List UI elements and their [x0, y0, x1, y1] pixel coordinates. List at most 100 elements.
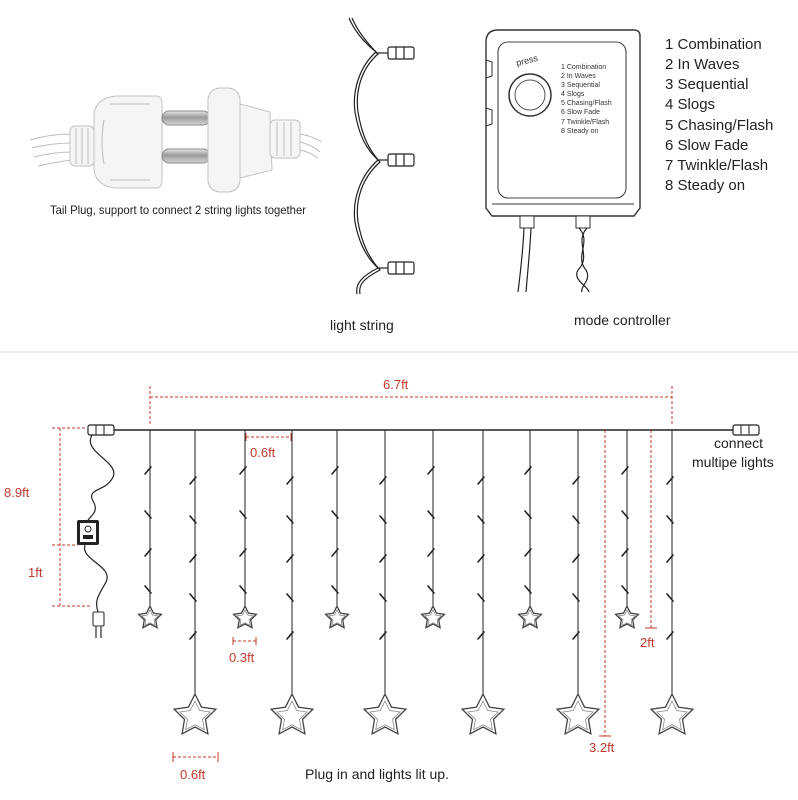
led-bulb: [477, 515, 485, 524]
light-string-connector: [376, 46, 415, 60]
mode-item-small: 2 In Waves: [561, 73, 596, 80]
short-strand: [137, 430, 163, 629]
star-inner-outline: [369, 700, 401, 731]
light-string-caption: light string: [330, 317, 394, 333]
led-bulb: [666, 476, 674, 485]
lead-wire: [87, 434, 115, 521]
mini-controller-icon: [77, 520, 99, 545]
mode-item-small: 4 Slogs: [561, 91, 585, 98]
long-strand-dimension: [599, 430, 611, 737]
led-bulb: [189, 515, 197, 524]
width-label: 6.7ft: [383, 377, 409, 392]
mode-item-small: 6 Slow Fade: [561, 109, 600, 116]
led-bulb: [572, 476, 580, 485]
mode-item-small: 3 Sequential: [561, 82, 600, 89]
large-star-icon: [172, 692, 218, 735]
mode-item: 2 In Waves: [665, 56, 739, 73]
star-inner-outline: [467, 700, 499, 731]
led-bulb: [524, 466, 532, 475]
led-bulb: [477, 476, 485, 485]
led-bulb: [666, 515, 674, 524]
small-star-icon: [420, 604, 446, 629]
curtain-caption: Plug in and lights lit up.: [305, 766, 449, 782]
led-bulb: [427, 510, 435, 519]
led-bulb: [666, 554, 674, 563]
led-bulb: [239, 548, 247, 557]
width-dimension: [149, 386, 673, 426]
led-bulb: [621, 510, 629, 519]
mode-item: 6 Slow Fade: [665, 137, 748, 154]
led-bulb: [524, 585, 532, 594]
light-string-connector: [378, 261, 415, 275]
mode-item-small: 8 Steady on: [561, 128, 598, 135]
strand-spacing-dimension: [245, 433, 292, 441]
led-bulb: [621, 548, 629, 557]
star-inner-outline: [327, 608, 347, 627]
led-bulb: [524, 510, 532, 519]
mode-controller-caption: mode controller: [574, 312, 671, 328]
large-star-icon: [555, 692, 601, 735]
light-string-connector: [378, 153, 415, 167]
light-strands: [137, 430, 695, 735]
star-inner-outline: [656, 700, 688, 731]
light-string-illustration: [348, 17, 415, 295]
led-bulb: [477, 631, 485, 640]
led-bulb: [144, 510, 152, 519]
star-inner-outline: [276, 700, 308, 731]
led-bulb: [477, 554, 485, 563]
connect-label: connect: [714, 435, 763, 451]
led-bulb: [477, 593, 485, 602]
controller-wire: [525, 227, 532, 293]
short-strand: [517, 430, 543, 629]
led-bulb: [331, 466, 339, 475]
led-bulb: [286, 593, 294, 602]
led-bulb: [572, 554, 580, 563]
led-bulb: [666, 593, 674, 602]
power-plug-icon: [92, 611, 105, 638]
long-strand-label: 3.2ft: [589, 740, 615, 755]
tail-plug-caption: Tail Plug, support to connect 2 string l…: [50, 203, 306, 217]
small-star-icon: [137, 604, 163, 629]
led-bulb: [286, 476, 294, 485]
controller-mode-list-small: 1 Combination 2 In Waves 3 Sequential 4 …: [561, 64, 612, 135]
star-width-dimension: [232, 637, 257, 645]
star-inner-outline: [140, 608, 160, 627]
height-dimension: [52, 427, 92, 607]
led-bulb: [286, 515, 294, 524]
led-bulb: [331, 548, 339, 557]
long-strand: [269, 430, 315, 735]
led-bulb: [286, 554, 294, 563]
large-star-icon: [460, 692, 506, 735]
led-bulb: [239, 510, 247, 519]
led-bulb: [144, 585, 152, 594]
led-bulb: [524, 548, 532, 557]
input-connector-icon: [87, 424, 115, 436]
short-strand: [232, 430, 258, 629]
long-strand: [460, 430, 506, 735]
led-bulb: [379, 554, 387, 563]
star-inner-outline: [235, 608, 255, 627]
mode-item-small: 1 Combination: [561, 64, 606, 71]
led-bulb: [621, 466, 629, 475]
star-width-label: 0.3ft: [229, 650, 255, 665]
led-bulb: [286, 631, 294, 640]
mode-item-small: 7 Twinkle/Flash: [561, 119, 609, 126]
led-bulb: [144, 466, 152, 475]
led-bulb: [379, 515, 387, 524]
led-bulb: [379, 631, 387, 640]
mode-item: 7 Twinkle/Flash: [665, 157, 768, 174]
short-strand: [324, 430, 350, 629]
led-bulb: [144, 548, 152, 557]
lead-wire: [84, 544, 108, 613]
controller-wire: [576, 227, 590, 293]
large-star-icon: [649, 692, 695, 735]
led-bulb: [572, 515, 580, 524]
led-bulb: [189, 476, 197, 485]
star-inner-outline: [562, 700, 594, 731]
star-inner-outline: [423, 608, 443, 627]
short-strand: [614, 430, 640, 629]
star-spacing-label: 0.6ft: [180, 767, 206, 782]
led-bulb: [666, 631, 674, 640]
led-bulb: [379, 593, 387, 602]
star-spacing-dimension: [172, 752, 219, 762]
